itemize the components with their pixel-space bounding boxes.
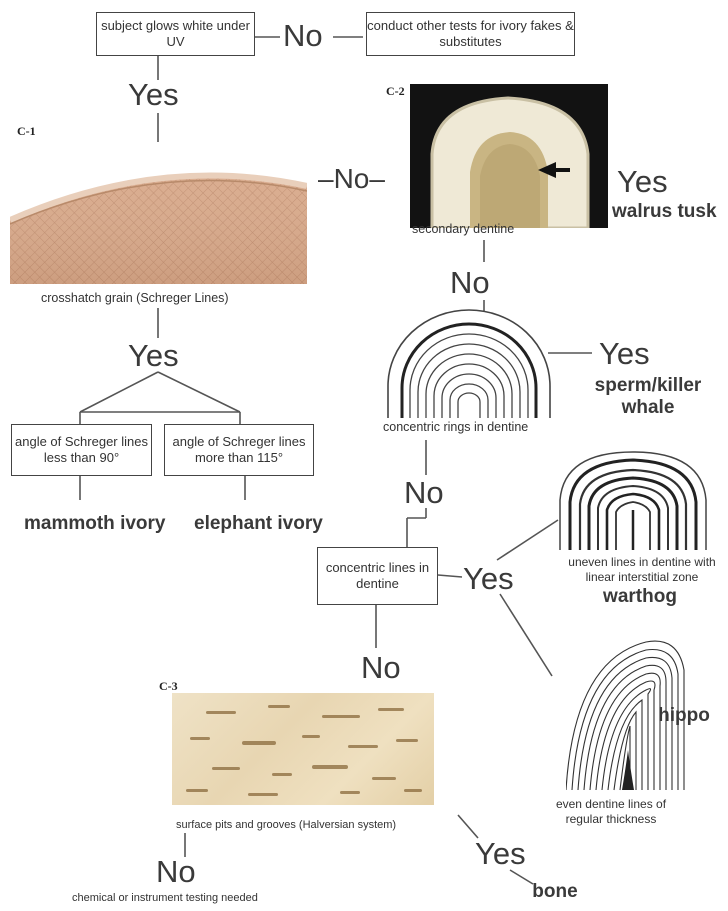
figure-label-c2: C-2 [386, 84, 405, 99]
warthog-tusk-diagram [558, 450, 708, 550]
answer-yes-lines: Yes [463, 562, 514, 596]
caption-hippo: even dentine lines of regular thickness [540, 797, 682, 827]
result-hippo: hippo [654, 705, 714, 727]
angle-less-box: angle of Schreger lines less than 90° [11, 424, 152, 476]
answer-no-lines: No [361, 651, 401, 685]
caption-crosshatch: crosshatch grain (Schreger Lines) [41, 291, 229, 306]
answer-no-rings: No [404, 476, 444, 510]
angle-more-box: angle of Schreger lines more than 115° [164, 424, 314, 476]
answer-yes-walrus: Yes [617, 165, 668, 199]
caption-concentric-rings: concentric rings in dentine [383, 420, 528, 435]
result-warthog: warthog [600, 586, 680, 608]
concentric-rings-diagram [384, 306, 554, 418]
result-mammoth: mammoth ivory [24, 513, 134, 535]
answer-no-bone: No [156, 855, 196, 889]
angle-less-text: angle of Schreger lines less than 90° [12, 434, 151, 466]
uv-question-text: subject glows white under UV [97, 18, 254, 50]
result-bone: bone [530, 881, 580, 903]
answer-yes-bone: Yes [475, 837, 526, 871]
walrus-tusk-photo [410, 84, 608, 228]
answer-yes-schreger: Yes [128, 339, 179, 373]
crosshatch-ivory-photo [10, 158, 307, 284]
result-walrus: walrus tusk [612, 201, 712, 223]
uv-question-box: subject glows white under UV [96, 12, 255, 56]
concentric-lines-box: concentric lines in dentine [317, 547, 438, 605]
bone-surface-photo [172, 693, 434, 805]
answer-no-c1: –No– [318, 162, 385, 196]
other-tests-box: conduct other tests for ivory fakes & su… [366, 12, 575, 56]
other-tests-text: conduct other tests for ivory fakes & su… [367, 18, 574, 50]
figure-label-c1: C-1 [17, 124, 36, 139]
answer-no-walrus: No [450, 266, 490, 300]
caption-testing-needed: chemical or instrument testing needed [72, 891, 258, 906]
caption-warthog: uneven lines in dentine with linear inte… [562, 555, 722, 585]
caption-secondary-dentine: secondary dentine [412, 222, 514, 237]
answer-yes-top: Yes [128, 78, 179, 112]
figure-label-c3: C-3 [159, 679, 178, 694]
answer-no-top: No [283, 19, 323, 53]
angle-more-text: angle of Schreger lines more than 115° [165, 434, 313, 466]
caption-halversian: surface pits and grooves (Halversian sys… [176, 818, 396, 833]
result-whale: sperm/killer whale [578, 375, 718, 419]
concentric-lines-text: concentric lines in dentine [318, 560, 437, 592]
answer-yes-whale: Yes [599, 337, 650, 371]
result-elephant: elephant ivory [194, 513, 294, 535]
